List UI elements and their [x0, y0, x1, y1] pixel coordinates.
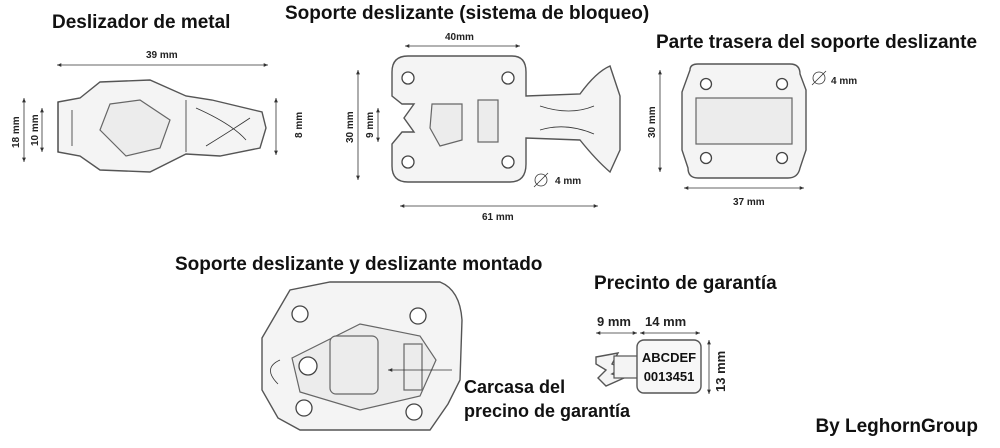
title-back-support: Parte trasera del soporte deslizante — [656, 32, 978, 53]
back-support-drawing: 30 mm 4 mm 37 mm — [647, 63, 857, 208]
metal-slider-drawing: 39 mm 18 mm 10 mm 8 mm — [11, 50, 305, 173]
dim-seal-height: 13 mm — [713, 351, 728, 392]
seal-line2: 0013451 — [644, 369, 695, 384]
dim-slider-length: 39 mm — [146, 50, 178, 61]
dim-support-length: 61 mm — [482, 212, 514, 223]
dim-seal-body: 14 mm — [645, 314, 686, 329]
title-slide-support: Soporte deslizante (sistema de bloqueo) — [285, 3, 650, 24]
dim-back-width: 37 mm — [733, 197, 765, 208]
title-metal-slider: Deslizador de metal — [52, 12, 231, 33]
dim-support-slot: 9 mm — [365, 112, 376, 138]
assembled-drawing — [261, 281, 463, 431]
dim-slider-height: 18 mm — [11, 116, 22, 148]
dim-support-top: 40mm — [445, 32, 474, 43]
dim-support-hole: 4 mm — [555, 176, 581, 187]
slide-support-drawing: 40mm 30 mm 9 mm 61 mm 4 mm — [345, 32, 621, 223]
dim-seal-tab: 9 mm — [597, 314, 631, 329]
seal-drawing: 9 mm 14 mm ABCDEF 0013451 13 mm — [595, 314, 728, 394]
dim-back-hole: 4 mm — [831, 76, 857, 87]
dim-slider-inner: 10 mm — [30, 114, 41, 146]
dim-support-height: 30 mm — [345, 111, 356, 143]
dim-slider-right: 8 mm — [294, 112, 305, 138]
callout-housing-line1: Carcasa del — [464, 377, 566, 397]
brand-signature: By LeghornGroup — [815, 416, 978, 437]
dim-back-height: 30 mm — [647, 106, 658, 138]
title-seal: Precinto de garantía — [594, 273, 777, 294]
seal-line1: ABCDEF — [642, 350, 696, 365]
title-assembled: Soporte deslizante y deslizante montado — [175, 254, 543, 275]
callout-housing-line2: precino de garantía — [464, 401, 631, 421]
